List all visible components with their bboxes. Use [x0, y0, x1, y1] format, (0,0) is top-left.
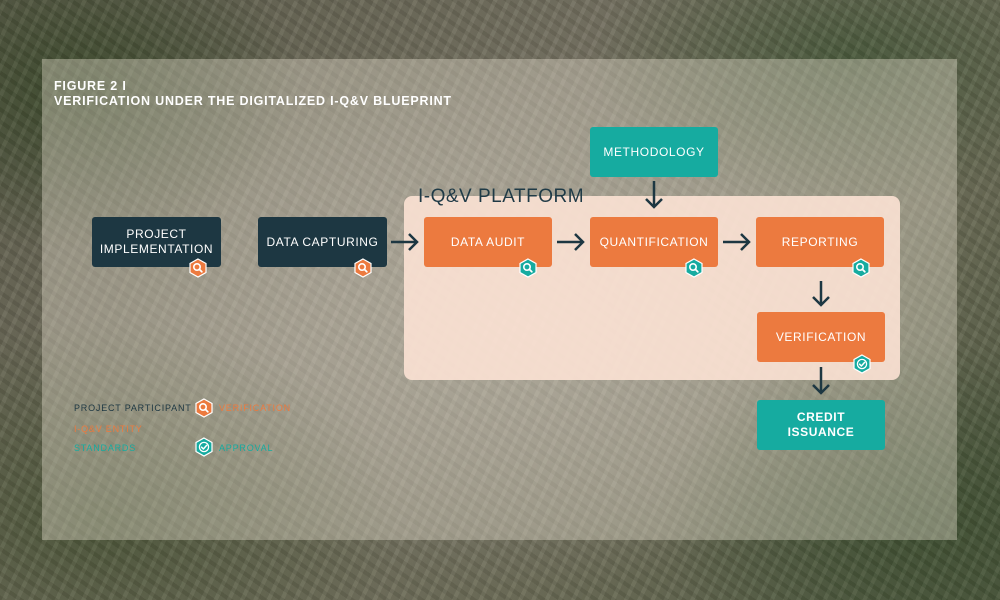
- node-label: DATA AUDIT: [450, 234, 526, 249]
- node-label: DATA CAPTURING: [266, 234, 379, 249]
- legend-approval-icon: [194, 437, 214, 457]
- legend-project-participant: PROJECT PARTICIPANT: [74, 403, 192, 413]
- legend-verification-icon: [194, 398, 214, 418]
- node-credit-issuance: CREDIT ISSUANCE: [757, 400, 885, 450]
- legend-verification: VERIFICATION: [219, 403, 291, 413]
- node-label: VERIFICATION: [775, 329, 867, 344]
- node-label: REPORTING: [781, 234, 859, 249]
- legend-standards: STANDARDS: [74, 443, 137, 453]
- node-quantification: QUANTIFICATION: [590, 217, 718, 267]
- figure-title: VERIFICATION UNDER THE DIGITALIZED I-Q&V…: [54, 94, 452, 108]
- approval-icon: [852, 354, 872, 374]
- node-label: CREDIT ISSUANCE: [787, 410, 855, 439]
- arrow-down-icon: [645, 181, 663, 209]
- verification-icon: [353, 258, 373, 278]
- verification-icon: [851, 258, 871, 278]
- arrow-right-icon: [391, 233, 419, 251]
- figure-label: FIGURE 2 I: [54, 79, 127, 93]
- node-data-capturing: DATA CAPTURING: [258, 217, 387, 267]
- verification-icon: [188, 258, 208, 278]
- figure-heading: FIGURE 2 I VERIFICATION UNDER THE DIGITA…: [54, 79, 452, 109]
- platform-title: I-Q&V PLATFORM: [418, 186, 585, 207]
- arrow-right-icon: [557, 233, 585, 251]
- node-project-implementation: PROJECT IMPLEMENTATION: [92, 217, 221, 267]
- node-verification: VERIFICATION: [757, 312, 885, 362]
- arrow-down-icon: [812, 281, 830, 307]
- verification-icon: [518, 258, 538, 278]
- legend-approval: APPROVAL: [219, 443, 274, 453]
- verification-icon: [684, 258, 704, 278]
- node-reporting: REPORTING: [756, 217, 884, 267]
- node-methodology: METHODOLOGY: [590, 127, 718, 177]
- arrow-down-icon: [812, 367, 830, 395]
- node-label: PROJECT IMPLEMENTATION: [99, 227, 214, 256]
- node-label: METHODOLOGY: [603, 144, 705, 159]
- node-data-audit: DATA AUDIT: [424, 217, 552, 267]
- arrow-right-icon: [723, 233, 751, 251]
- node-label: QUANTIFICATION: [599, 234, 709, 249]
- legend-iqv-entity: I-Q&V ENTITY: [74, 424, 143, 434]
